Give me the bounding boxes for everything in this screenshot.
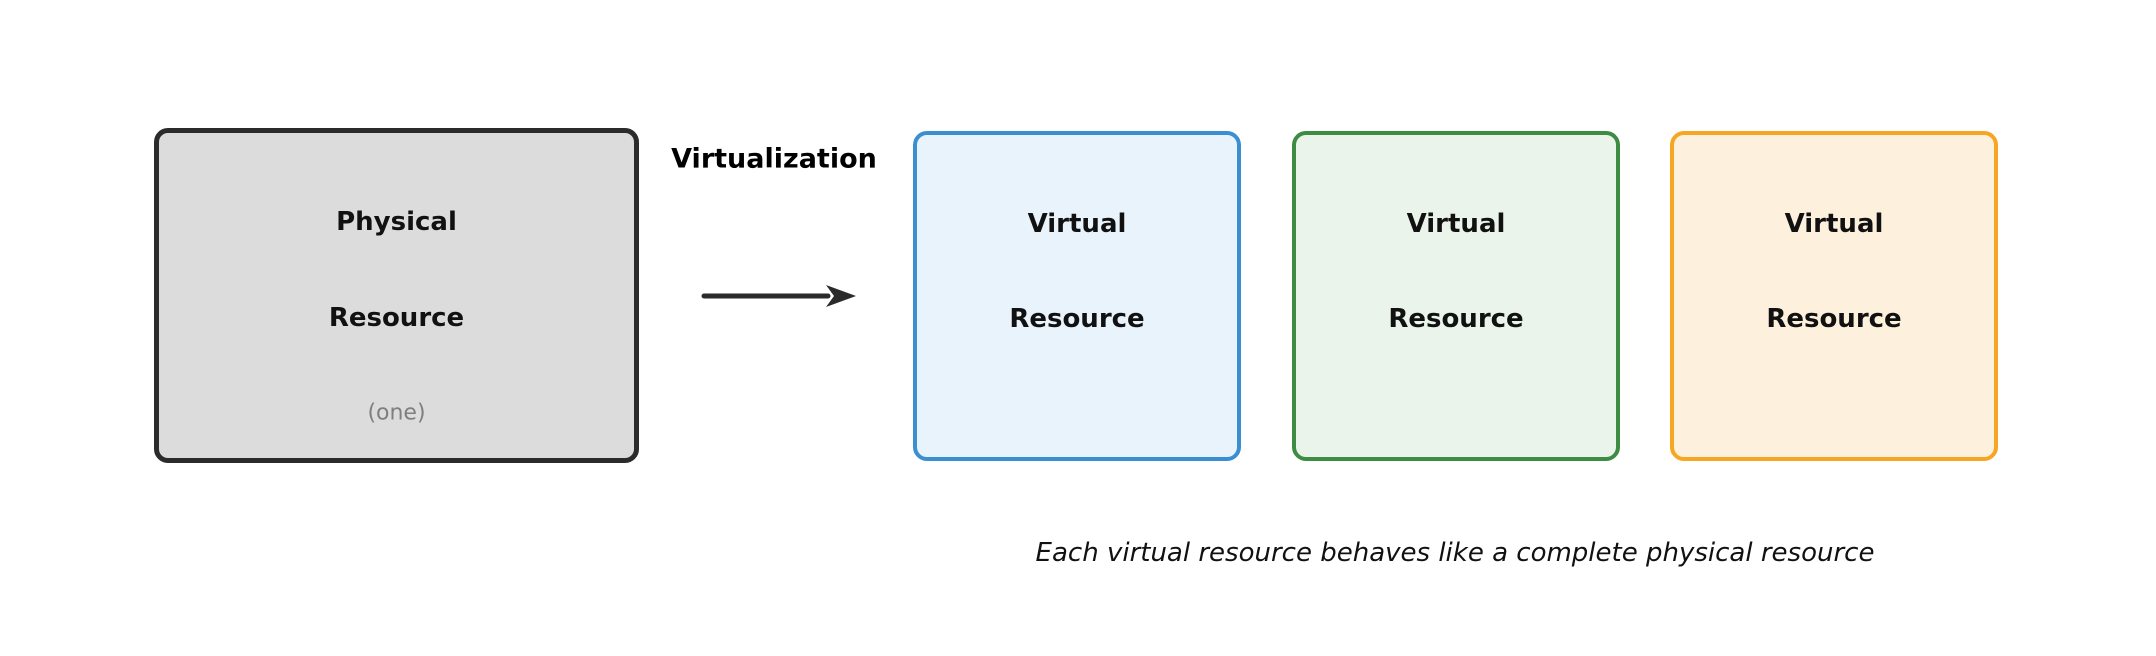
virtual-box-3-title-line2: Resource [1766,303,1902,334]
physical-box-subtitle: (one) [367,400,426,425]
virtual-resource-box-2: Virtual Resource [1292,131,1620,461]
virtualization-arrow-icon [700,278,860,314]
arrow-icon [701,285,856,307]
virtual-box-2-title-line2: Resource [1388,303,1524,334]
physical-box-title-line1: Physical [336,207,457,238]
physical-box-title-line2: Resource [328,303,465,334]
virtual-resource-box-3: Virtual Resource [1670,131,1998,461]
physical-resource-box: Physical Resource (one) [154,128,639,463]
virtualization-label: Virtualization [671,143,877,175]
virtual-box-3-title-line1: Virtual [1784,208,1884,239]
virtual-box-1-title-line1: Virtual [1027,208,1127,239]
virtual-box-2-title-line1: Virtual [1406,208,1506,239]
diagram-caption: Each virtual resource behaves like a com… [1035,538,1875,568]
virtual-resource-box-1: Virtual Resource [913,131,1241,461]
virtual-box-1-title-line2: Resource [1009,303,1145,334]
